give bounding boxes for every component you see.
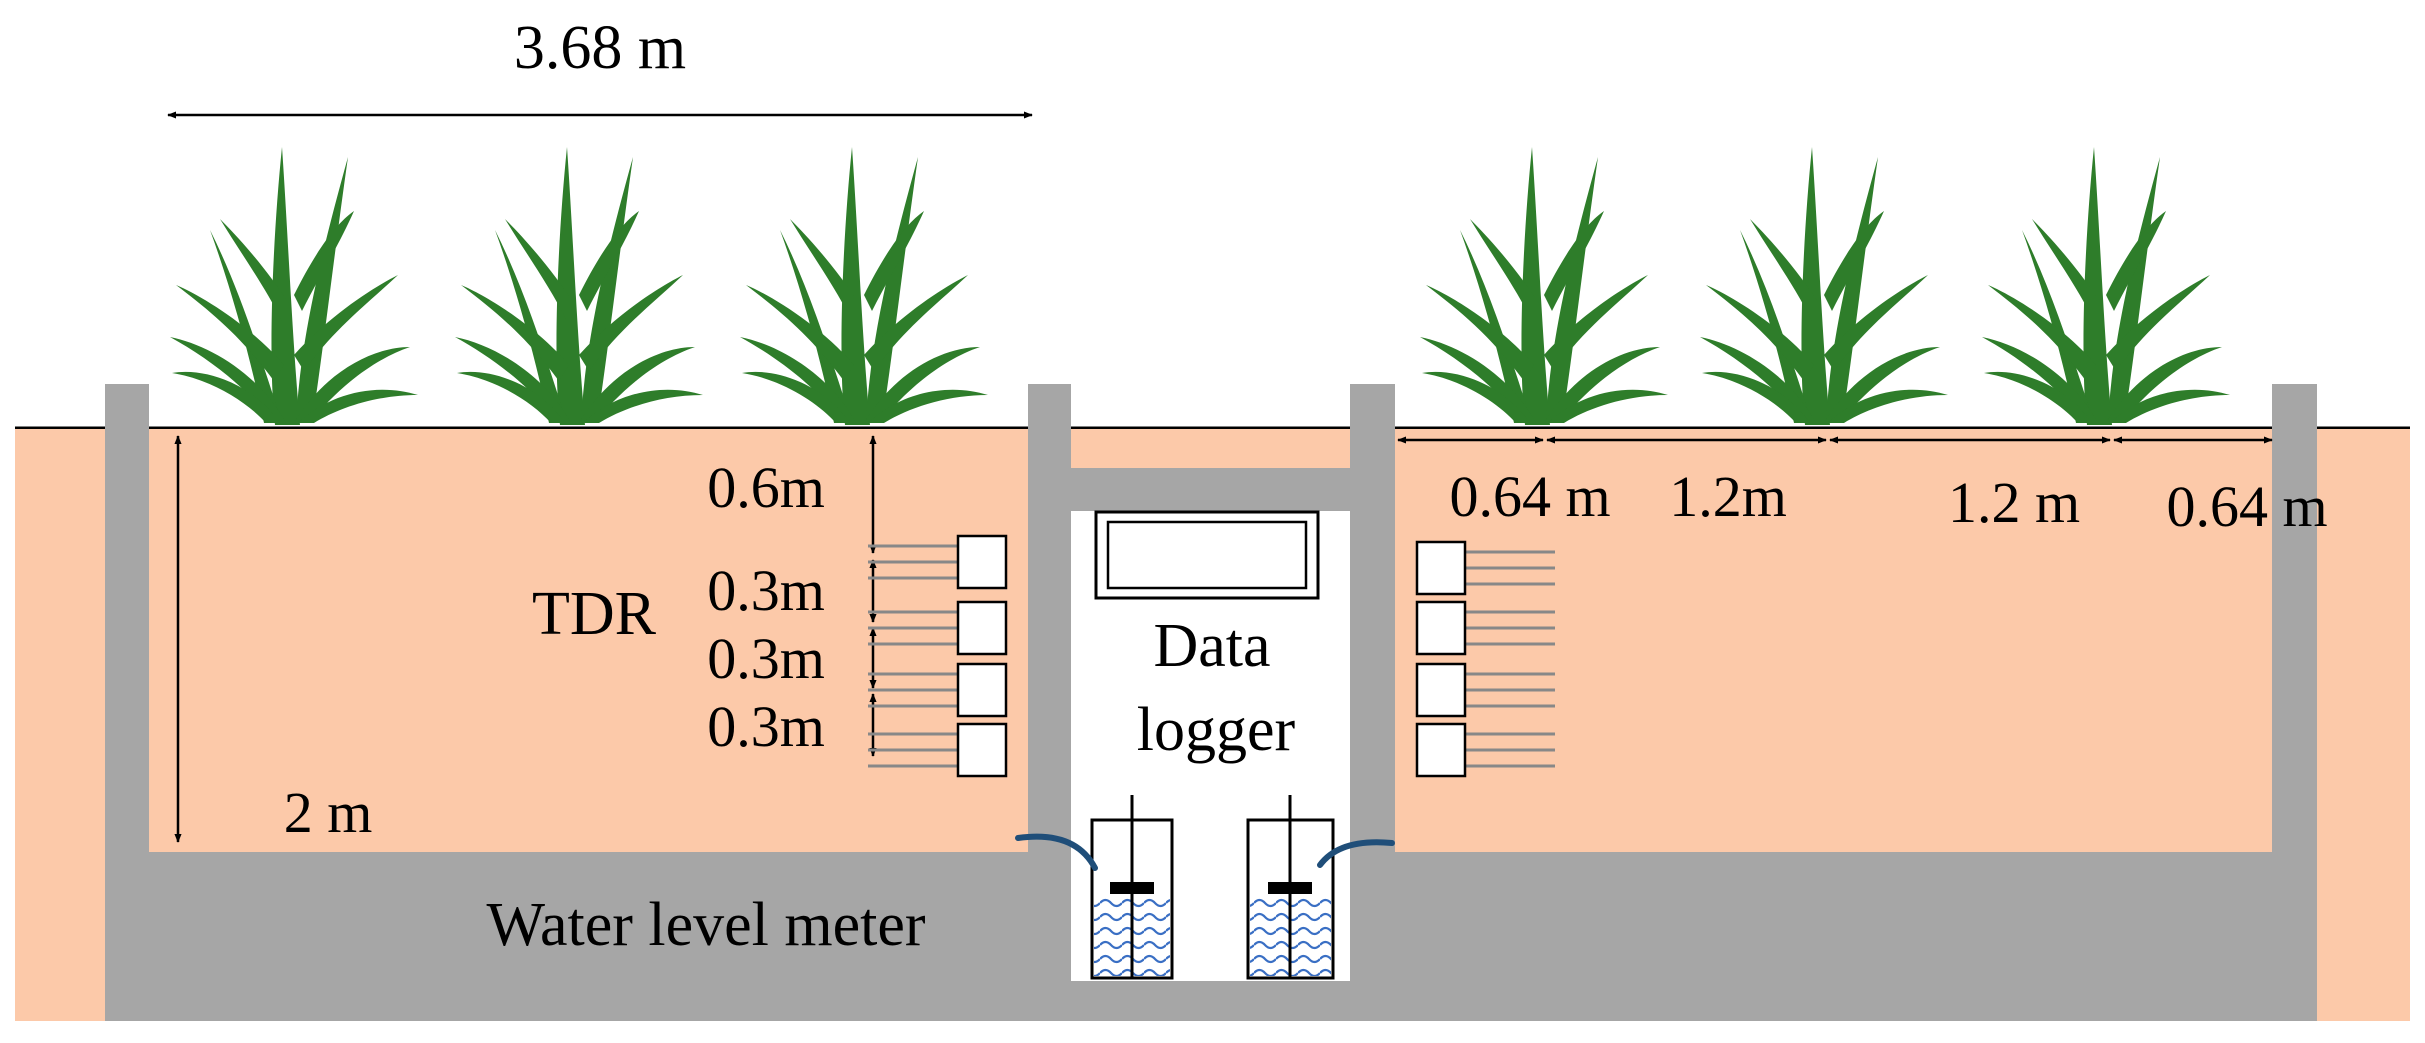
spacing-3-label: 0.3m: [707, 694, 825, 759]
water-level-meter-label: Water level meter: [486, 891, 925, 959]
tdr-label: TDR: [532, 580, 657, 648]
depth-first-label: 0.6m: [707, 455, 825, 520]
plant-icon: [170, 147, 2230, 425]
right-dim-3-label: 1.2 m: [1948, 470, 2080, 535]
data-logger-label-line2: logger: [1137, 696, 1296, 764]
data-logger-icon: [1094, 510, 1320, 600]
water-level-meter-icon: [1090, 795, 1335, 980]
spacing-1-label: 0.3m: [707, 558, 825, 623]
depth-total-label: 2 m: [284, 780, 373, 845]
spacing-2-label: 0.3m: [707, 626, 825, 691]
right-dim-2-label: 1.2m: [1669, 464, 1787, 529]
pipe-icon: [1015, 833, 1395, 871]
data-logger-label-line1: Data: [1153, 612, 1270, 680]
total-width-label: 3.68 m: [514, 14, 686, 82]
right-dim-4-label: 0.64 m: [2166, 474, 2327, 539]
right-dim-1-label: 0.64 m: [1449, 464, 1610, 529]
